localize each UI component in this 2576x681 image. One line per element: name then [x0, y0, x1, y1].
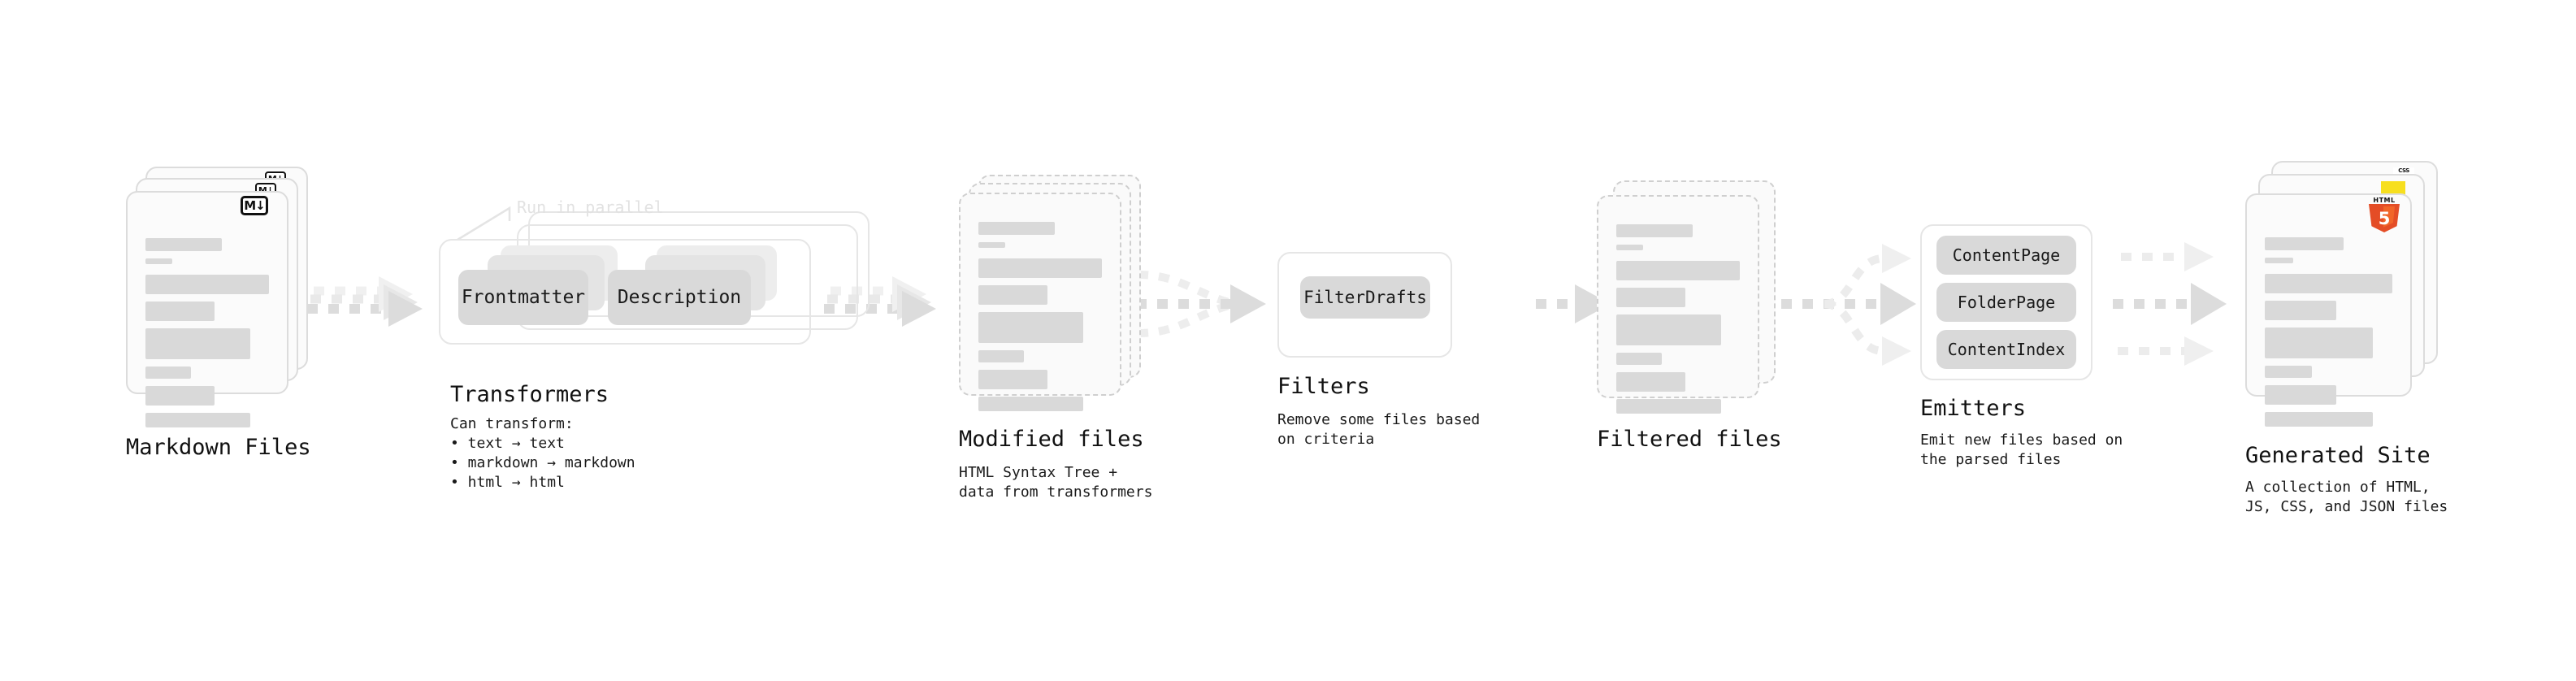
- bar-4: [145, 367, 192, 379]
- bar-subtitle: [978, 242, 1006, 248]
- generated-site-title: Generated Site: [2245, 443, 2431, 468]
- filtered-card-bars: [1616, 224, 1740, 421]
- bar-4: [2265, 366, 2313, 378]
- bar-5: [1616, 372, 1686, 392]
- bar-5: [2265, 385, 2336, 405]
- markdown-icon-arrow-mid: ↓: [266, 184, 274, 196]
- filtered-files-title: Filtered files: [1597, 427, 1782, 452]
- bar-2: [2265, 301, 2336, 320]
- bar-2: [978, 285, 1048, 305]
- modified-files-title: Modified files: [959, 427, 1144, 452]
- markdown-icon: M↓: [241, 196, 268, 215]
- modified-files-subtitle: HTML Syntax Tree + data from transformer…: [959, 464, 1153, 501]
- bar-5: [978, 370, 1048, 389]
- bar-6: [978, 397, 1084, 411]
- bar-5: [145, 386, 215, 406]
- run-in-parallel-leader: [457, 206, 511, 241]
- bar-1: [2265, 274, 2392, 293]
- markdown-sheet-front: [126, 191, 288, 427]
- generated-site-stack: CSS HTML 5: [2245, 161, 2438, 427]
- arrow-filtered-to-emitters: [1781, 244, 1916, 366]
- bar-2: [145, 301, 215, 321]
- chip-contentindex[interactable]: ContentIndex: [1936, 330, 2076, 369]
- modified-card-bars: [978, 222, 1102, 419]
- bar-3: [978, 312, 1084, 343]
- bar-3: [2265, 327, 2374, 358]
- arrow-modified-to-filters: [1136, 271, 1266, 337]
- filtered-sheet-front: [1597, 195, 1759, 414]
- emitters-subtitle: Emit new files based on the parsed files: [1920, 432, 2123, 468]
- generated-site-subtitle: A collection of HTML, JS, CSS, and JSON …: [2245, 479, 2448, 515]
- markdown-icon-letter: M: [244, 197, 256, 213]
- bar-4: [1616, 353, 1663, 365]
- bar-subtitle: [145, 258, 173, 264]
- html5-icon-word: HTML: [2373, 197, 2396, 204]
- chip-folderpage[interactable]: FolderPage: [1936, 283, 2076, 322]
- js-icon: [2381, 181, 2405, 196]
- emitters-box: [1920, 224, 2092, 380]
- bar-3: [1616, 314, 1722, 345]
- modified-sheet-front: [959, 193, 1121, 411]
- bar-3: [145, 328, 251, 359]
- html5-icon-number: 5: [2378, 209, 2391, 228]
- chip-contentpage[interactable]: ContentPage: [1936, 236, 2076, 275]
- generated-card-bars: [2265, 237, 2392, 434]
- filters-title: Filters: [1277, 374, 1370, 399]
- transformers-subtitle: Can transform: • text → text • markdown …: [450, 415, 635, 491]
- transformers-title: Transformers: [450, 382, 609, 407]
- bar-subtitle: [1616, 245, 1644, 250]
- bar-6: [2265, 412, 2374, 427]
- bar-subtitle: [2265, 258, 2293, 263]
- markdown-icon-arrow: ↓: [255, 197, 266, 213]
- html5-icon: HTML 5: [2369, 197, 2400, 232]
- html5-icon-inner: [2383, 206, 2395, 228]
- arrow-markdown-to-transformers: [307, 276, 423, 327]
- markdown-files-title: Markdown Files: [126, 435, 311, 460]
- bar-4: [978, 350, 1025, 362]
- bar-title: [2265, 237, 2344, 250]
- bar-6: [145, 413, 251, 427]
- bar-title: [1616, 224, 1693, 237]
- bar-title: [145, 238, 223, 251]
- chip-filterdrafts[interactable]: FilterDrafts: [1300, 276, 1430, 319]
- filters-subtitle: Remove some files based on criteria: [1277, 411, 1481, 448]
- transformers-box-front: [439, 239, 811, 345]
- markdown-icon-letter-mid: M: [258, 184, 267, 196]
- emitters-title: Emitters: [1920, 396, 2027, 421]
- bar-6: [1616, 399, 1722, 414]
- bar-1: [1616, 261, 1740, 280]
- bar-title: [978, 222, 1056, 235]
- bar-2: [1616, 288, 1686, 307]
- bar-1: [145, 275, 269, 294]
- markdown-card-bars: [145, 238, 269, 435]
- chip-frontmatter[interactable]: Frontmatter: [458, 270, 588, 325]
- chip-description[interactable]: Description: [608, 270, 751, 325]
- bar-1: [978, 258, 1102, 278]
- arrow-emitters-to-generated: [2113, 242, 2227, 366]
- run-in-parallel-label: Run in parallel: [517, 197, 664, 217]
- filters-box: [1277, 252, 1452, 358]
